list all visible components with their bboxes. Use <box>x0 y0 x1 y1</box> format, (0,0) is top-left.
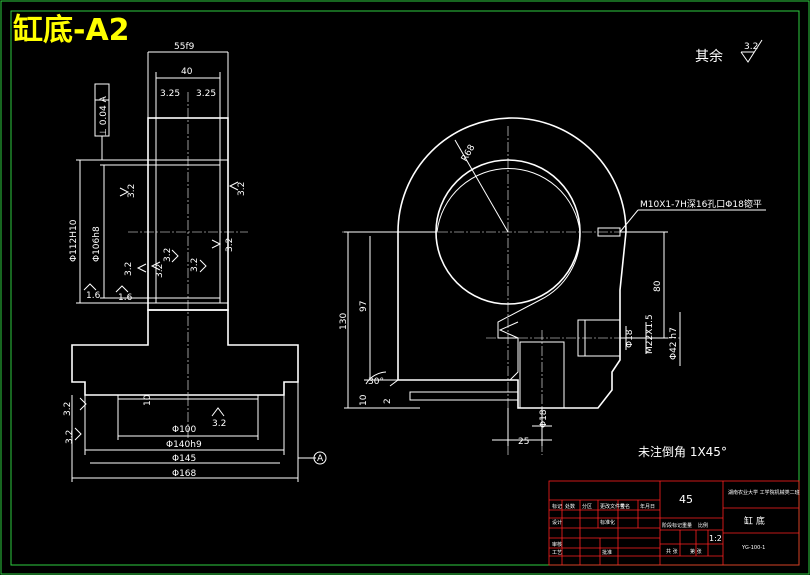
svg-text:R68: R68 <box>460 143 478 164</box>
svg-text:更改文件号: 更改文件号 <box>600 503 625 510</box>
drawing-title: 缸底-A2 <box>13 13 130 48</box>
svg-text:⊥ 0.04 A: ⊥ 0.04 A <box>99 95 109 136</box>
svg-text:30°: 30° <box>368 377 384 387</box>
svg-text:80: 80 <box>653 280 663 292</box>
svg-text:批准: 批准 <box>602 549 612 556</box>
inner-frame <box>10 10 800 566</box>
svg-text:比例: 比例 <box>698 522 708 529</box>
svg-text:3.2: 3.2 <box>155 264 165 278</box>
svg-text:M10X1-7H深16孔口Φ18锪平: M10X1-7H深16孔口Φ18锪平 <box>640 198 762 210</box>
svg-text:3.2: 3.2 <box>124 262 134 276</box>
svg-text:3.2: 3.2 <box>225 238 235 252</box>
svg-text:重量: 重量 <box>682 522 692 529</box>
svg-text:Φ42 h7: Φ42 h7 <box>669 327 679 360</box>
svg-text:Φ106h8: Φ106h8 <box>92 226 102 262</box>
svg-text:Φ112H10: Φ112H10 <box>69 219 79 262</box>
drawing-no-text: YG-100-1 <box>741 545 765 551</box>
svg-text:3.2: 3.2 <box>163 248 173 262</box>
svg-text:97: 97 <box>359 301 369 312</box>
svg-text:审核: 审核 <box>552 541 562 548</box>
scale-text: 1:2 <box>709 534 722 543</box>
svg-text:3.25: 3.25 <box>196 89 216 99</box>
svg-text:10: 10 <box>143 394 153 406</box>
svg-text:Φ18: Φ18 <box>539 409 549 428</box>
svg-text:3.2: 3.2 <box>63 402 73 416</box>
svg-text:Φ140h9: Φ140h9 <box>166 440 202 450</box>
svg-text:第 张: 第 张 <box>690 548 702 555</box>
svg-text:阶段标记: 阶段标记 <box>662 522 682 529</box>
flange-section <box>71 309 299 396</box>
svg-text:1.6: 1.6 <box>86 291 101 301</box>
svg-text:1.6: 1.6 <box>118 293 133 303</box>
right-section-view: R68 M10X1-7H深16孔口Φ18锪平 80 Φ18 M22X1.5 Φ4… <box>339 117 766 455</box>
svg-text:3.2: 3.2 <box>212 419 226 429</box>
school-text: 湖南农业大学 工学院机械类二班 <box>728 489 800 496</box>
svg-text:标记: 标记 <box>552 503 562 510</box>
svg-text:3.2: 3.2 <box>190 258 200 272</box>
body-section <box>397 117 627 409</box>
chamfer-note: 未注倒角 1X45° <box>638 444 727 459</box>
svg-text:Φ18: Φ18 <box>625 329 635 348</box>
svg-text:10: 10 <box>359 394 369 406</box>
svg-text:3.25: 3.25 <box>160 89 180 99</box>
svg-text:签名: 签名 <box>620 503 630 510</box>
svg-text:处数: 处数 <box>565 503 575 510</box>
svg-text:共 张: 共 张 <box>666 548 678 555</box>
svg-text:其余: 其余 <box>695 48 723 65</box>
svg-text:Φ145: Φ145 <box>172 454 196 464</box>
title-block: 标记 处数 分区 更改文件号 签名 年月日 设计 标准化 阶段标记 重量 比例 … <box>548 480 800 566</box>
svg-text:40: 40 <box>181 67 193 77</box>
svg-text:A: A <box>317 454 324 464</box>
svg-text:3.2: 3.2 <box>127 184 137 198</box>
roughness-symbols: 3.2 3.2 3.2 3.2 3.2 3.2 3.2 3.2 1.6 1.6 … <box>63 181 247 444</box>
svg-text:130: 130 <box>339 313 349 330</box>
svg-text:2: 2 <box>383 398 393 404</box>
svg-text:分区: 分区 <box>582 503 592 510</box>
datum-a-marker <box>313 451 327 465</box>
svg-text:设计: 设计 <box>552 519 562 526</box>
svg-text:Φ100: Φ100 <box>172 425 197 435</box>
material-text: 45 <box>679 493 693 506</box>
svg-text:年月日: 年月日 <box>640 503 655 510</box>
svg-text:工艺: 工艺 <box>552 550 562 556</box>
svg-text:标准化: 标准化 <box>600 519 615 526</box>
svg-text:M22X1.5: M22X1.5 <box>645 314 655 354</box>
other-roughness-note: 其余 3.2 <box>695 39 763 65</box>
part-name-text: 缸 底 <box>744 515 765 527</box>
left-section-view: 55f9 40 3.25 3.25 ⊥ 0.04 A Φ112H10 Φ106h… <box>63 42 327 482</box>
svg-text:25: 25 <box>518 437 529 447</box>
svg-text:55f9: 55f9 <box>174 42 195 52</box>
svg-text:3.2: 3.2 <box>65 430 75 444</box>
svg-text:3.2: 3.2 <box>744 42 758 52</box>
svg-text:3.2: 3.2 <box>237 182 247 196</box>
svg-text:Φ168: Φ168 <box>172 469 197 479</box>
